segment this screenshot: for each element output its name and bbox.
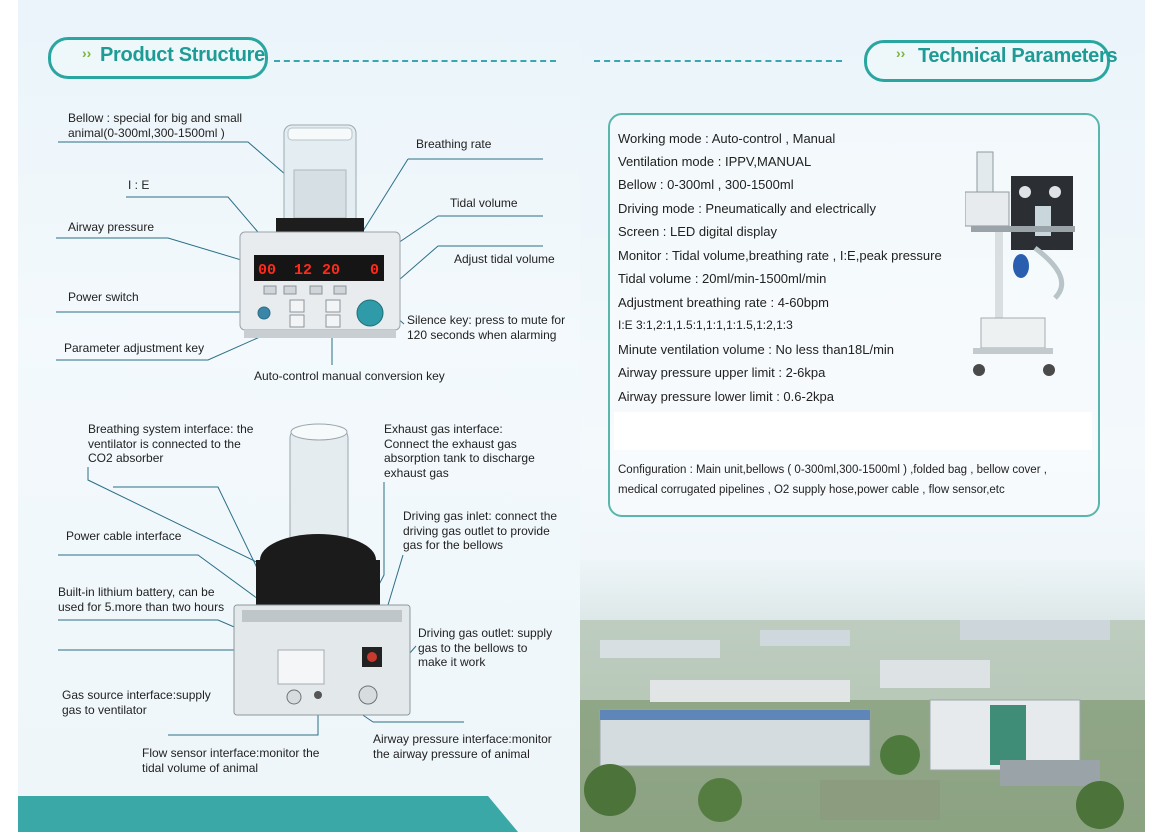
- label-parameter-key: Parameter adjustment key: [64, 341, 205, 355]
- param-minute-ventilation: Minute ventilation volume : No less than…: [618, 342, 895, 357]
- param-ie: I:E 3:1,2:1,1.5:1,1:1,1:1.5,1:2,1:3: [618, 318, 793, 332]
- param-screen: Screen : LED digital display: [618, 224, 777, 239]
- param-driving-mode: Driving mode : Pneumatically and electri…: [618, 201, 876, 216]
- param-monitor: Monitor : Tidal volume,breathing rate , …: [618, 248, 942, 263]
- configuration-text: Configuration : Main unit,bellows ( 0-30…: [618, 464, 1047, 496]
- section-header-pill: [48, 37, 268, 79]
- led-rate: 12: [294, 262, 312, 279]
- label-driving-outlet: Driving gas outlet: supply gas to the be…: [418, 626, 553, 670]
- header-divider-right: [594, 60, 842, 62]
- label-ie: I : E: [128, 178, 150, 192]
- param-breathing-rate: Adjustment breathing rate : 4-60bpm: [618, 295, 830, 310]
- product-structure-page: ›› Product Structure 00 12: [18, 0, 583, 832]
- header-divider: [274, 60, 556, 62]
- label-bellow: Bellow : special for big and small anima…: [68, 111, 243, 140]
- led-ie: 20: [322, 262, 340, 279]
- header-arrow-icon-right: ››: [896, 45, 906, 61]
- led-pressure: 0: [370, 262, 379, 279]
- factory-aerial-image: [580, 560, 1145, 832]
- param-tidal-volume: Tidal volume : 20ml/min-1500ml/min: [618, 271, 827, 286]
- param-bellow: Bellow : 0-300ml , 300-1500ml: [618, 177, 794, 192]
- param-lower-limit: Airway pressure lower limit : 0.6-2kpa: [618, 389, 835, 404]
- label-battery: Built-in lithium battery, can be used fo…: [58, 585, 225, 614]
- label-airway-interface: Airway pressure interface:monitor the ai…: [373, 732, 552, 761]
- ventilator-cart-illustration: [965, 151, 1075, 376]
- label-silence-key: Silence key: press to mute for 120 secon…: [407, 313, 566, 342]
- footer-band: [18, 796, 518, 832]
- label-power-switch: Power switch: [68, 290, 139, 304]
- ventilator-front-illustration: 00 12 20 0: [56, 124, 543, 365]
- label-adjust-tidal: Adjust tidal volume: [454, 252, 555, 266]
- section-header-pill-right: [864, 40, 1110, 82]
- ventilator-back-illustration: [58, 423, 464, 736]
- label-power-cable: Power cable interface: [66, 529, 182, 543]
- section-title: Product Structure: [100, 44, 265, 66]
- header-arrow-icon: ››: [82, 45, 92, 61]
- label-driving-inlet: Driving gas inlet: connect the driving g…: [403, 509, 558, 553]
- label-gas-source: Gas source interface:supply gas to venti…: [62, 688, 211, 717]
- param-working-mode: Working mode : Auto-control , Manual: [618, 131, 836, 146]
- blank-row: [614, 412, 1092, 450]
- param-upper-limit: Airway pressure upper limit : 2-6kpa: [618, 365, 826, 380]
- label-exhaust: Exhaust gas interface: Connect the exhau…: [384, 422, 535, 480]
- led-tidal: 00: [258, 262, 276, 279]
- technical-parameters-page: ›› Technical Parameters Working mode : A…: [580, 0, 1145, 832]
- label-airway-pressure: Airway pressure: [68, 220, 155, 234]
- label-breathing-rate: Breathing rate: [416, 137, 492, 151]
- label-tidal-volume: Tidal volume: [450, 196, 518, 210]
- param-ventilation-mode: Ventilation mode : IPPV,MANUAL: [618, 154, 812, 169]
- label-breathing-interface: Breathing system interface: the ventilat…: [88, 422, 254, 466]
- label-flow-sensor: Flow sensor interface:monitor the tidal …: [142, 746, 320, 775]
- section-title-right: Technical Parameters: [918, 45, 1118, 67]
- label-auto-manual: Auto-control manual conversion key: [254, 369, 445, 383]
